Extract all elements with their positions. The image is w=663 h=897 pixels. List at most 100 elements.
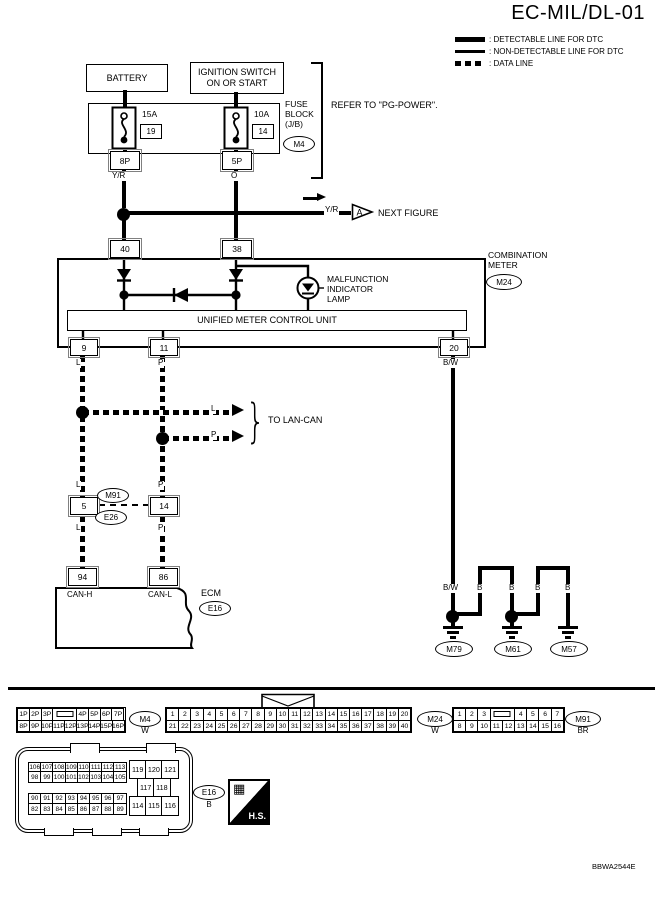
m24-key-tab <box>261 693 315 709</box>
wire-l-label-mid-upper: L <box>75 480 82 490</box>
ground1-symbol-low <box>450 636 456 639</box>
mil-label-2: INDICATOR <box>326 284 374 295</box>
wire-o-vertical <box>234 169 238 240</box>
pin-cell: 117 <box>137 778 155 798</box>
branch-p-label: P <box>210 430 218 440</box>
wire-bw-label-top: B/W <box>442 358 460 368</box>
wire-l-label-mid-lower: L <box>75 523 82 533</box>
can-h-label: CAN-H <box>67 590 93 599</box>
pin-cell: 28 <box>251 719 265 733</box>
hs-connector-pictogram-icon: ▦ <box>233 782 246 797</box>
pin-86: 86 <box>147 566 180 588</box>
wire-ignition-feed <box>234 92 238 106</box>
wire-yr-to-pin40 <box>122 219 126 240</box>
legend-detectable-label: : DETECTABLE LINE FOR DTC <box>489 35 604 44</box>
pin-38: 38 <box>220 238 254 260</box>
e16-bottom-tab-1 <box>44 828 74 836</box>
ground2-connector-oval: M61 <box>494 641 532 657</box>
ground3-symbol <box>558 626 578 629</box>
e16-top-tab-2 <box>146 743 176 753</box>
mil-label-1: MALFUNCTION <box>326 274 390 285</box>
ground3-symbol-low <box>565 636 571 639</box>
page-title: EC-MIL/DL-01 <box>511 2 645 24</box>
wire-yr-branch <box>123 211 351 215</box>
pin-94: 94 <box>66 566 99 588</box>
wire-o-label: O <box>230 171 239 181</box>
pin-40: 40 <box>108 238 142 260</box>
branch-direction-arrow-icon <box>303 193 326 201</box>
ground-jumper2-h <box>511 612 540 616</box>
fuse1-number-box: 19 <box>140 124 162 139</box>
pin-5: 5 <box>68 495 100 517</box>
legend-nondetectable-swatch <box>455 50 485 53</box>
pin-cell: 9P <box>28 719 42 733</box>
ignition-line1: IGNITION SWITCH <box>198 67 276 78</box>
wire-bw-label-bottom: B/W <box>442 583 460 593</box>
pin-cell: 120 <box>145 759 163 780</box>
wire-b-label-4: B <box>564 583 572 593</box>
pin-cell: 89 <box>113 803 127 816</box>
refer-bracket-vertical <box>321 62 323 179</box>
pin-8p: 8P <box>108 149 142 172</box>
pin-cell: 16 <box>550 719 565 733</box>
ground2-symbol <box>502 626 522 629</box>
wire-yr-label: Y/R <box>111 171 127 181</box>
ecm-label: ECM <box>201 588 221 598</box>
meter-internal-circuit <box>81 258 455 341</box>
fuse2-amp-label: 10A <box>253 109 271 120</box>
arrow-l-icon <box>232 404 244 416</box>
ignition-switch-box: IGNITION SWITCH ON OR START <box>190 62 284 94</box>
wire-bw-vertical <box>451 356 455 612</box>
harness-side-hs-icon: ▦ H.S. <box>228 779 270 825</box>
wire-can-l-vertical <box>80 356 85 570</box>
pin-cell: 121 <box>161 759 179 780</box>
branch-l-label: L <box>210 404 217 414</box>
ground-jumper2-right-v <box>566 566 570 626</box>
junction-dot-yr <box>117 208 130 221</box>
section-separator <box>8 687 655 690</box>
pin-cell: 105 <box>113 771 127 784</box>
connector-e26-oval: E26 <box>95 510 127 525</box>
m24-color: W <box>424 726 446 736</box>
m4-oval: M4 <box>129 711 161 727</box>
pin-cell: 40 <box>397 719 412 733</box>
pin-cell: 29 <box>263 719 278 733</box>
diode-left-icon <box>117 269 131 280</box>
wire-p-label-mid-upper: P <box>157 480 165 490</box>
fuse-block-label-2: BLOCK <box>284 109 315 120</box>
branch-can-l <box>83 410 230 415</box>
e16-color: B <box>198 800 220 810</box>
wire-l-label-top: L <box>75 358 82 368</box>
m24-oval: M24 <box>417 711 453 727</box>
ecm-box <box>55 587 194 649</box>
m4-color: W <box>132 726 158 736</box>
fuse1-symbol <box>111 106 137 150</box>
fuse-block-label-1: FUSE <box>284 99 309 110</box>
ground2-symbol-mid <box>506 631 518 634</box>
junction-dot-can-p <box>156 432 169 445</box>
junction-dot-bw-2 <box>505 610 518 623</box>
connector-pass-through-line <box>99 504 149 506</box>
pin-cell: 119 <box>129 759 147 780</box>
ground1-symbol-mid <box>447 631 459 634</box>
ground-jumper1-top <box>478 566 514 570</box>
diode-right-icon <box>229 269 243 280</box>
hs-label: H.S. <box>248 811 266 821</box>
to-lan-can-label: TO LAN-CAN <box>268 415 323 425</box>
e16-bottom-tab-2 <box>92 828 122 836</box>
ground-jumper2-top <box>536 566 570 570</box>
ground-jumper1-h <box>453 612 482 616</box>
